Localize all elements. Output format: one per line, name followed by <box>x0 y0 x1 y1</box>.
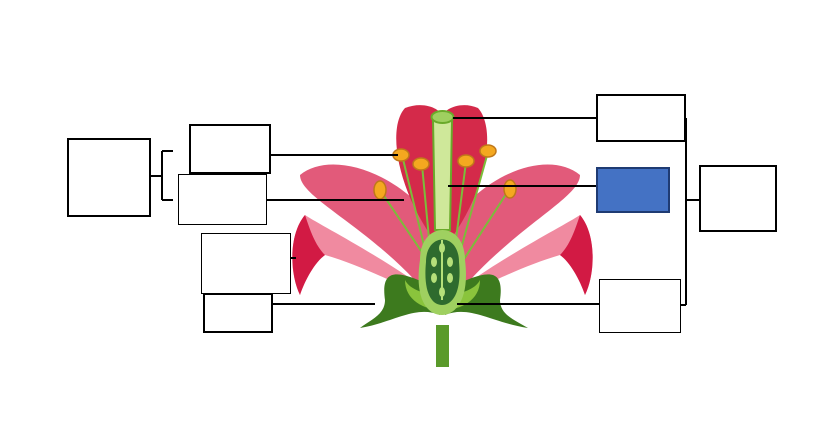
style <box>431 119 454 231</box>
label-box-filament[interactable] <box>178 174 267 225</box>
label-box-stigma[interactable] <box>596 94 686 142</box>
left-bracket <box>150 150 173 201</box>
leader-lines <box>267 117 600 305</box>
petal-left <box>292 215 420 295</box>
label-box-sepal[interactable] <box>203 293 273 333</box>
petal-right-tip <box>560 215 593 295</box>
petal-right <box>465 215 593 295</box>
petal-back-right <box>445 164 580 310</box>
petal-left-tip <box>292 215 325 295</box>
ovules <box>431 240 453 300</box>
label-box-right-group[interactable] <box>699 165 777 232</box>
label-box-petal[interactable] <box>201 233 291 294</box>
label-box-style[interactable] <box>596 167 670 213</box>
label-box-ovary[interactable] <box>599 279 681 333</box>
right-bracket <box>680 118 699 306</box>
stigma <box>430 110 455 124</box>
label-box-anther[interactable] <box>189 124 271 174</box>
sepal-right <box>445 274 528 328</box>
label-box-left-group[interactable] <box>67 138 151 217</box>
stem <box>436 325 449 367</box>
